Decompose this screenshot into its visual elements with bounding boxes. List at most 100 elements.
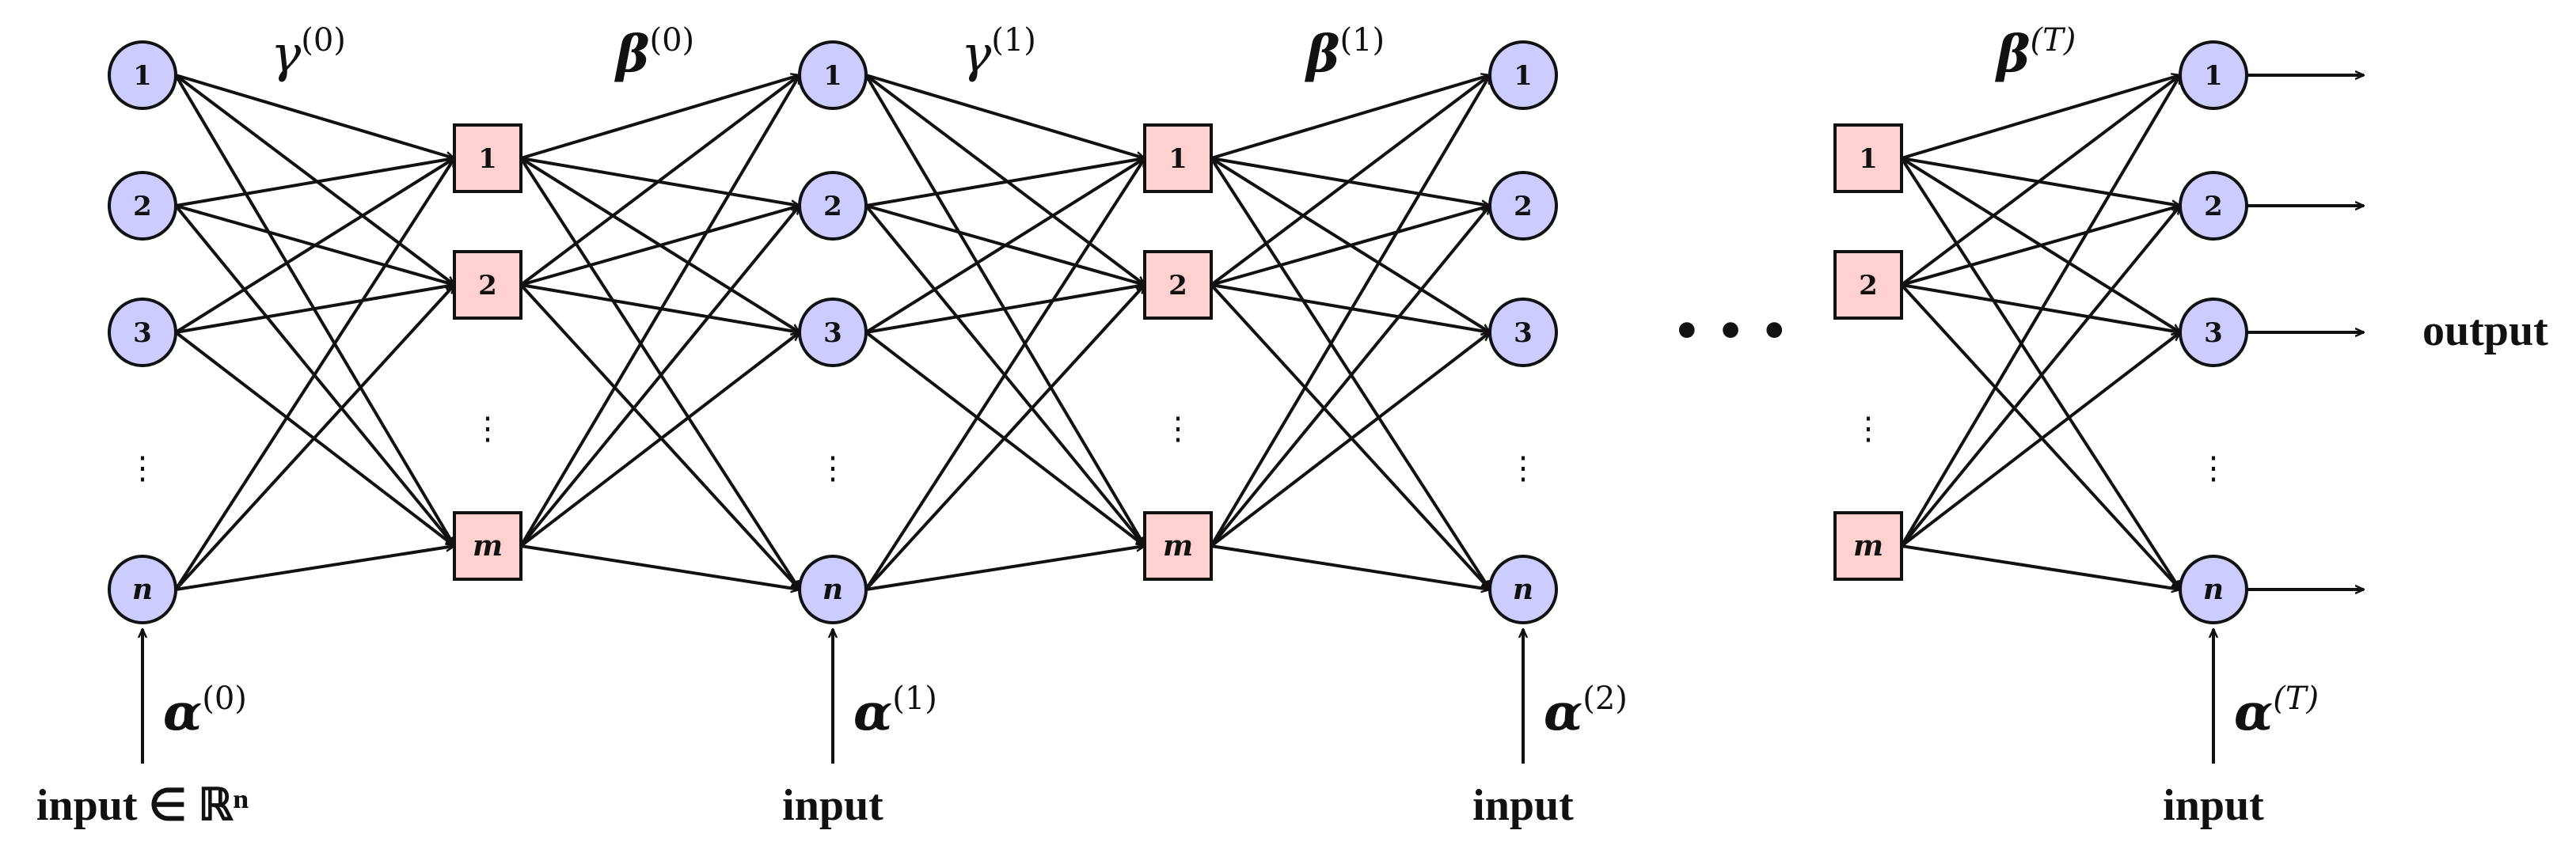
connection-edge: [1901, 75, 2180, 160]
vertical-ellipsis: ⋮: [2198, 450, 2229, 487]
vertical-ellipsis: ⋮: [1507, 450, 1539, 487]
square-node: 2: [453, 250, 522, 320]
circle-node-label: 1: [2204, 60, 2223, 92]
circle-node-label: n: [2203, 573, 2224, 606]
input-label-first: input ∈ ℝⁿ: [36, 781, 249, 830]
circle-node-label: 3: [1514, 317, 1533, 349]
alpha-1-label: α(1): [853, 681, 937, 742]
circle-node: 2: [798, 171, 868, 241]
connection-edge: [175, 546, 454, 591]
circle-node-label: 1: [1514, 60, 1533, 92]
connection-edge: [1900, 332, 2180, 548]
circle-node-label: 3: [823, 317, 842, 349]
circle-node-label: 2: [823, 191, 842, 222]
alpha-2-label: α(2): [1544, 681, 1628, 742]
connection-edge: [174, 158, 456, 591]
beta-1-label: β(1): [1305, 22, 1385, 84]
square-node: 1: [453, 123, 522, 193]
alpha-T-label: α(T): [2234, 681, 2319, 742]
output-arrows: [2247, 75, 2364, 590]
circle-node: n: [108, 555, 177, 624]
circle-node-label: 3: [2204, 317, 2223, 349]
connection-edge: [1210, 332, 1490, 548]
circle-node: n: [1488, 555, 1558, 624]
gamma-1-label: γ(1): [961, 22, 1036, 84]
circle-node-label: n: [1513, 573, 1533, 606]
beta-T-label: β(T): [1995, 22, 2076, 84]
circle-node: 2: [2179, 171, 2248, 241]
connection-edge: [1210, 75, 1491, 548]
connection-edge: [520, 75, 800, 160]
connection-edge: [174, 74, 454, 285]
connection-edge: [174, 157, 454, 334]
connection-edge: [864, 74, 1145, 285]
connection-edge: [1901, 544, 2180, 590]
alpha-0-label: α(0): [163, 681, 247, 742]
connection-edge: [865, 546, 1145, 591]
square-node-label: 2: [1168, 270, 1187, 301]
connection-edge: [864, 157, 1145, 334]
horizontal-ellipsis: • • •: [1673, 305, 1788, 358]
circle-node-label: 1: [133, 60, 152, 92]
connection-edge: [520, 544, 800, 590]
square-node-label: 1: [1168, 143, 1187, 175]
vertical-ellipsis: ⋮: [1852, 411, 1884, 447]
square-layer-1: 1 2 ⋮ m: [1143, 123, 1213, 581]
connection-edge: [1210, 206, 1490, 286]
circle-node: n: [798, 555, 868, 624]
connection-edge: [174, 74, 456, 546]
square-node: 2: [1833, 250, 1903, 320]
circle-node-label: n: [132, 573, 153, 606]
square-node: m: [453, 511, 522, 581]
circle-node-label: 3: [133, 317, 152, 349]
connection-edge: [175, 285, 454, 334]
circle-node: 1: [1488, 40, 1558, 110]
vertical-ellipsis: ⋮: [1162, 411, 1194, 447]
circle-node: 2: [1488, 171, 1558, 241]
square-node: m: [1833, 511, 1903, 581]
square-layer-T: 1 2 ⋮ m: [1833, 123, 1903, 581]
output-label: output: [2422, 306, 2548, 355]
circle-node: 1: [798, 40, 868, 110]
circle-layer-T: 1 2 3 ⋮ n: [2179, 40, 2248, 624]
circle-layer-2: 1 2 3 ⋮ n: [1488, 40, 1558, 624]
circle-node: 3: [1488, 298, 1558, 367]
input-arrows: [142, 629, 2213, 764]
connection-edge: [519, 332, 800, 548]
circle-node: 3: [108, 298, 177, 367]
connection-edge: [520, 206, 800, 286]
gamma-0-label: γ(0): [271, 22, 346, 84]
connection-edge: [1900, 75, 2182, 548]
circle-layer-1: 1 2 3 ⋮ n: [798, 40, 868, 624]
square-node-label: 1: [1859, 143, 1878, 175]
circle-layer-0: 1 2 3 ⋮ n: [108, 40, 177, 624]
input-label: input: [782, 781, 883, 830]
vertical-ellipsis: ⋮: [472, 411, 503, 447]
input-label: input: [2163, 781, 2264, 830]
connection-edge: [175, 158, 454, 207]
vertical-ellipsis: ⋮: [127, 450, 158, 487]
connection-edge: [1210, 544, 1490, 590]
connection-edge: [865, 285, 1145, 334]
square-node-label: m: [473, 529, 503, 563]
connection-edge: [1210, 75, 1490, 286]
connection-edge: [864, 285, 1145, 591]
connection-edge: [864, 158, 1146, 591]
circle-node: 2: [108, 171, 177, 241]
circle-node: 3: [798, 298, 868, 367]
square-node: 1: [1143, 123, 1213, 193]
connection-edge: [1210, 206, 1490, 548]
beta-0-label: β(0): [614, 22, 694, 84]
square-node: 1: [1833, 123, 1903, 193]
connection-edge: [519, 206, 800, 548]
circle-node: 1: [2179, 40, 2248, 110]
vertical-ellipsis: ⋮: [817, 450, 849, 487]
circle-node-label: 2: [1514, 191, 1533, 222]
circle-node-label: n: [823, 573, 843, 606]
connection-edge: [864, 74, 1146, 546]
circle-node: 1: [108, 40, 177, 110]
connection-edge: [1900, 75, 2180, 286]
connection-edge: [1901, 206, 2180, 286]
square-node: m: [1143, 511, 1213, 581]
